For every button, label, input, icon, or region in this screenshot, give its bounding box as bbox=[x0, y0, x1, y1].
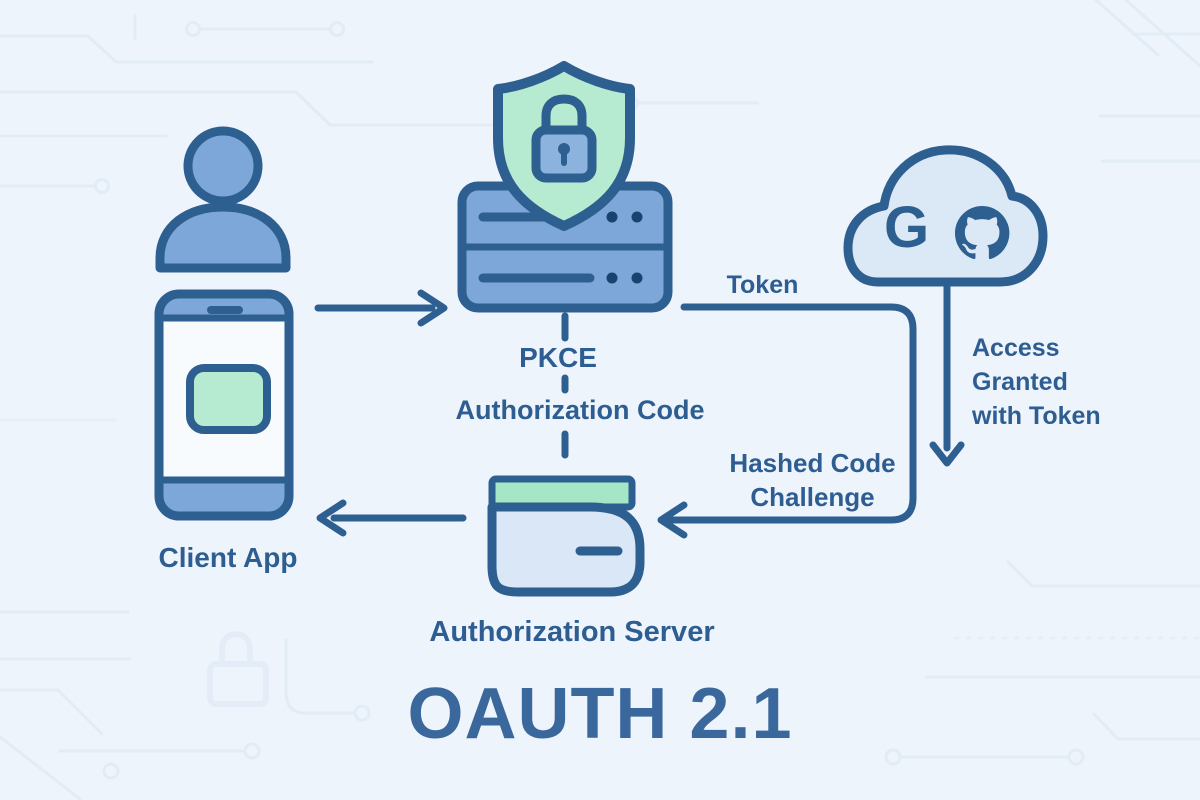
speaker-slot bbox=[207, 306, 243, 314]
authorization-server-label: Authorization Server bbox=[429, 616, 715, 648]
shield-lock-icon bbox=[493, 61, 635, 231]
arrow-authserver-to-client bbox=[316, 499, 467, 537]
arrow-cloud-access-granted bbox=[929, 279, 965, 467]
hashed-code-challenge-label: Hashed Code Challenge bbox=[710, 446, 915, 514]
smartphone-icon bbox=[154, 289, 294, 521]
pkce-label: PKCE bbox=[519, 342, 597, 373]
access-granted-line3: with Token bbox=[972, 402, 1101, 430]
client-app-label: Client App bbox=[158, 542, 298, 573]
hashed-code-line1: Hashed Code bbox=[729, 448, 896, 478]
token-label: Token bbox=[726, 271, 799, 299]
github-octocat-icon bbox=[955, 206, 1010, 260]
page-title: OAUTH 2.1 bbox=[407, 674, 793, 754]
google-g-icon: G bbox=[884, 195, 930, 260]
lock-watermark-icon bbox=[207, 631, 269, 707]
authorization-code-label: Authorization Code bbox=[455, 395, 705, 425]
hashed-code-line2: Challenge bbox=[750, 482, 875, 512]
wallet-card-icon bbox=[487, 475, 645, 597]
app-screen-tile bbox=[186, 364, 271, 434]
arrow-client-to-server bbox=[314, 289, 448, 327]
access-granted-line1: Access bbox=[972, 334, 1060, 362]
cloud-icon bbox=[843, 145, 1048, 287]
access-granted-label: Access Granted with Token bbox=[972, 331, 1101, 433]
access-granted-line2: Granted bbox=[972, 368, 1068, 396]
user-icon bbox=[155, 126, 291, 273]
arrow-token-path bbox=[657, 303, 917, 539]
server-icon bbox=[457, 181, 673, 313]
